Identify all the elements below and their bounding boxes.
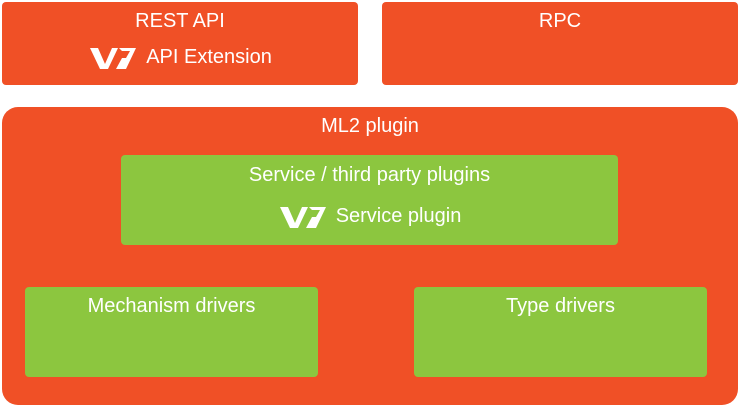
service-plugins-title: Service / third party plugins <box>248 164 491 186</box>
rpc-box: RPC <box>382 2 738 85</box>
mechanism-drivers-title: Mechanism drivers <box>87 295 256 317</box>
type-drivers-title: Type drivers <box>506 295 615 317</box>
mechanism-drivers-box: Mechanism drivers <box>25 287 318 377</box>
rpc-title: RPC <box>538 10 582 32</box>
service-plugin-label: Service plugin <box>335 205 462 227</box>
rest-api-title: REST API <box>135 10 225 32</box>
rest-api-box: REST API API Extension <box>2 2 358 85</box>
ovh-logo-icon <box>88 42 138 72</box>
service-plugin-row: Service plugin <box>121 201 618 231</box>
ovh-logo-icon <box>278 201 328 231</box>
service-plugins-box: Service / third party plugins Service pl… <box>121 155 618 245</box>
type-drivers-box: Type drivers <box>414 287 707 377</box>
api-extension-label: API Extension <box>146 46 272 68</box>
api-extension-row: API Extension <box>2 42 358 72</box>
ml2-plugin-title: ML2 plugin <box>321 115 419 137</box>
